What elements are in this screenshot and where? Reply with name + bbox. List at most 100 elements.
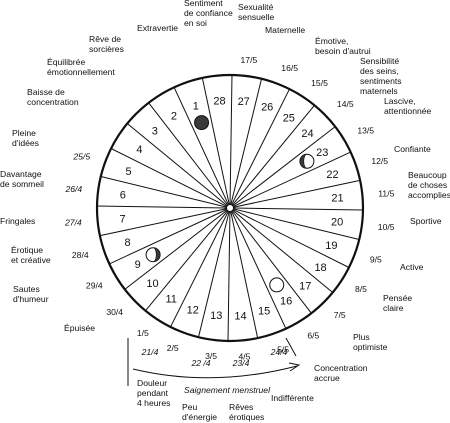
cycle-date: 29/4	[86, 280, 103, 290]
day-number: 24	[301, 128, 313, 140]
cycle-date: 30/4	[106, 307, 123, 317]
segment-divider	[232, 179, 361, 208]
segment-label-line: sensuelle	[238, 12, 275, 22]
segment-label-line: maternels	[360, 86, 398, 96]
segment-label-line: besoin d'autrui	[315, 46, 371, 56]
day-number: 8	[124, 237, 130, 249]
segment-label-line: concentration	[27, 97, 79, 107]
segment-label-line: Extravertie	[137, 23, 178, 33]
segment-label-line: Plus	[353, 332, 370, 342]
segment-divider	[232, 126, 336, 207]
cycle-date: 14/5	[337, 99, 354, 109]
cycle-date: 12/5	[371, 156, 388, 166]
cycle-date: 24/4	[270, 347, 288, 357]
segment-divider	[110, 148, 228, 208]
segment-label: Épuisée	[64, 323, 95, 333]
cycle-outer-circle	[95, 73, 365, 343]
segment-label-line: accomplies	[408, 190, 450, 200]
segment-divider	[231, 209, 334, 293]
segment-label-line: Émotive,	[315, 36, 348, 46]
day-number: 4	[136, 144, 142, 156]
day-number: 28	[213, 96, 225, 108]
day-number: 25	[283, 112, 295, 124]
segment-label-line: Sportive	[410, 216, 442, 226]
segment-label-line: de confiance	[184, 8, 233, 18]
day-number: 1	[193, 101, 199, 113]
segment-label-line: Douleur	[137, 378, 167, 388]
cycle-date: 1/5	[137, 328, 149, 338]
segment-label: Extravertie	[137, 23, 178, 33]
segment-label-line: Sensibilité	[360, 56, 399, 66]
cycle-date: 22 /4	[190, 358, 210, 368]
segment-label-line: Peu	[182, 402, 198, 412]
cycle-date: 11/5	[378, 189, 394, 199]
day-number: 17	[299, 281, 311, 293]
segment-label-line: Lascive,	[384, 96, 416, 106]
segment-divider	[201, 77, 230, 206]
first-quarter-moon-icon	[145, 247, 161, 263]
segment-label-line: Pleine	[12, 128, 36, 138]
segment-divider	[230, 88, 290, 206]
day-number: 27	[238, 96, 250, 108]
segment-divider	[145, 209, 229, 312]
segment-label: Sportive	[410, 216, 442, 226]
segment-label-line: de sommeil	[0, 179, 44, 189]
segment-label-line: claire	[383, 303, 404, 313]
segment-label-line: Sautes	[13, 284, 40, 294]
cycle-date: 5/5	[277, 344, 289, 354]
segment-label-line: Rêve de	[89, 34, 121, 44]
segment-divider	[124, 209, 228, 290]
segment-label: Active	[400, 262, 424, 272]
cycle-date: 3/5	[205, 351, 217, 361]
segment-label-line: Pensée	[383, 293, 412, 303]
segment-label-line: Rêves	[229, 402, 253, 412]
segment-divider	[230, 210, 259, 339]
segment-divider	[148, 102, 229, 206]
cycle-date: 7/5	[334, 310, 346, 320]
segment-divider	[99, 208, 228, 237]
segment-divider	[170, 210, 230, 328]
day-number: 14	[234, 310, 246, 322]
day-number: 16	[280, 295, 292, 307]
segment-label-line: Baisse de	[27, 87, 65, 97]
cycle-date: 10/5	[378, 222, 395, 232]
day-number: 15	[258, 305, 270, 317]
day-number: 22	[326, 169, 338, 181]
segment-divider	[232, 207, 363, 211]
segment-divider	[197, 210, 230, 338]
segment-label-line: accrue	[314, 373, 340, 383]
menstruation-caption: Saignement menstruel	[184, 385, 271, 395]
menstruation-end-leader	[285, 337, 297, 357]
segment-label-line: Sexualité	[238, 2, 274, 12]
segment-label-line: Maternelle	[265, 25, 305, 35]
cycle-date: 26/4	[64, 184, 82, 194]
day-number: 6	[120, 189, 126, 201]
cycle-date: 17/5	[241, 55, 258, 65]
segment-label-line: Concentration	[314, 363, 368, 373]
cycle-date: 16/5	[281, 63, 298, 73]
day-number: 7	[119, 213, 125, 225]
segment-divider	[109, 208, 228, 265]
segment-label-line: érotiques	[229, 412, 264, 422]
cycle-date: 9/5	[370, 254, 382, 264]
cycle-date: 15/5	[311, 78, 328, 88]
cycle-date: 23/4	[232, 358, 250, 368]
segment-label-line: Sentiment	[184, 0, 223, 8]
cycle-date: 4/5	[238, 351, 250, 361]
segment-label-line: sentiments	[360, 76, 402, 86]
segment-divider	[232, 151, 351, 208]
segment-label: Lascive,attentionnée	[384, 96, 432, 116]
